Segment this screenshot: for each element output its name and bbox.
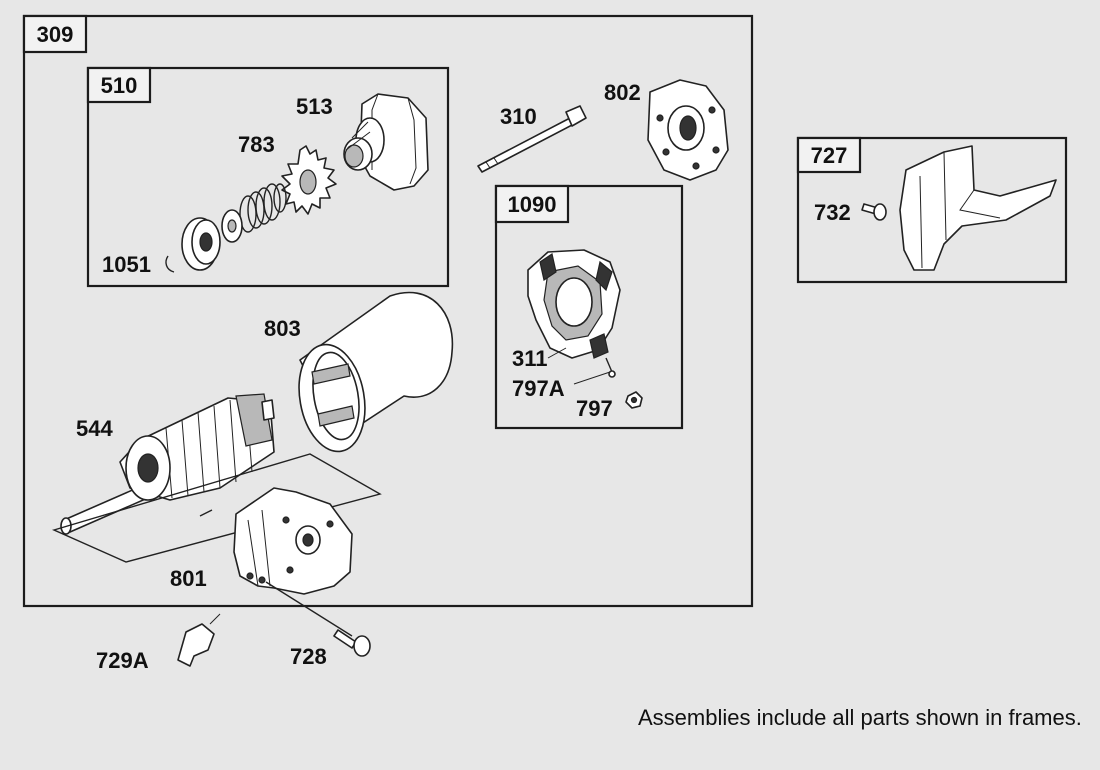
clip-729A-drawing xyxy=(177,613,221,667)
shield-727-drawing xyxy=(899,145,1057,271)
nut-797-drawing xyxy=(625,391,643,409)
callout-544: 544 xyxy=(76,416,113,441)
frame-1090: 1090 xyxy=(494,184,684,430)
pinion-gear-783-drawing xyxy=(281,145,337,215)
frame-309: 309 xyxy=(22,14,754,608)
end-cap-802-drawing xyxy=(647,79,729,181)
motor-housing-803-drawing xyxy=(298,291,454,453)
callout-1051: 1051 xyxy=(102,252,151,277)
frame-510: 510 xyxy=(86,66,450,288)
leader-797A xyxy=(573,371,611,385)
bracket-801-drawing xyxy=(233,487,353,595)
callout-801: 801 xyxy=(170,566,207,591)
callout-797A: 797A xyxy=(512,376,565,401)
callout-803: 803 xyxy=(264,316,301,341)
frame-727-label: 727 xyxy=(811,143,848,168)
drive-housing-513-drawing xyxy=(343,93,429,191)
screw-728-drawing xyxy=(265,581,371,657)
washer-drawing xyxy=(221,209,243,243)
frame-510-label: 510 xyxy=(101,73,138,98)
callout-513: 513 xyxy=(296,94,333,119)
screw-732-drawing xyxy=(861,203,887,221)
callout-802: 802 xyxy=(604,80,641,105)
callout-311: 311 xyxy=(512,346,548,371)
callout-783: 783 xyxy=(238,132,275,157)
callout-729A: 729A xyxy=(96,648,149,673)
frame-309-label: 309 xyxy=(37,22,74,47)
stop-collar-drawing xyxy=(181,217,221,271)
through-bolt-310-drawing xyxy=(477,105,587,173)
callout-728: 728 xyxy=(290,644,327,669)
frame-727: 727 xyxy=(796,136,1068,284)
armature-544-drawing xyxy=(60,393,275,535)
brush-holder-1090-drawing xyxy=(527,249,621,378)
callout-797: 797 xyxy=(576,396,613,421)
armature-outline-drawing xyxy=(51,453,382,563)
frame-1090-label: 1090 xyxy=(508,192,557,217)
leader-311 xyxy=(547,347,567,359)
spring-drawing xyxy=(239,183,287,233)
callout-310: 310 xyxy=(500,104,537,129)
assemblies-note: Assemblies include all parts shown in fr… xyxy=(638,705,1082,730)
retaining-ring-1051-drawing xyxy=(165,255,175,273)
callout-732: 732 xyxy=(814,200,851,225)
